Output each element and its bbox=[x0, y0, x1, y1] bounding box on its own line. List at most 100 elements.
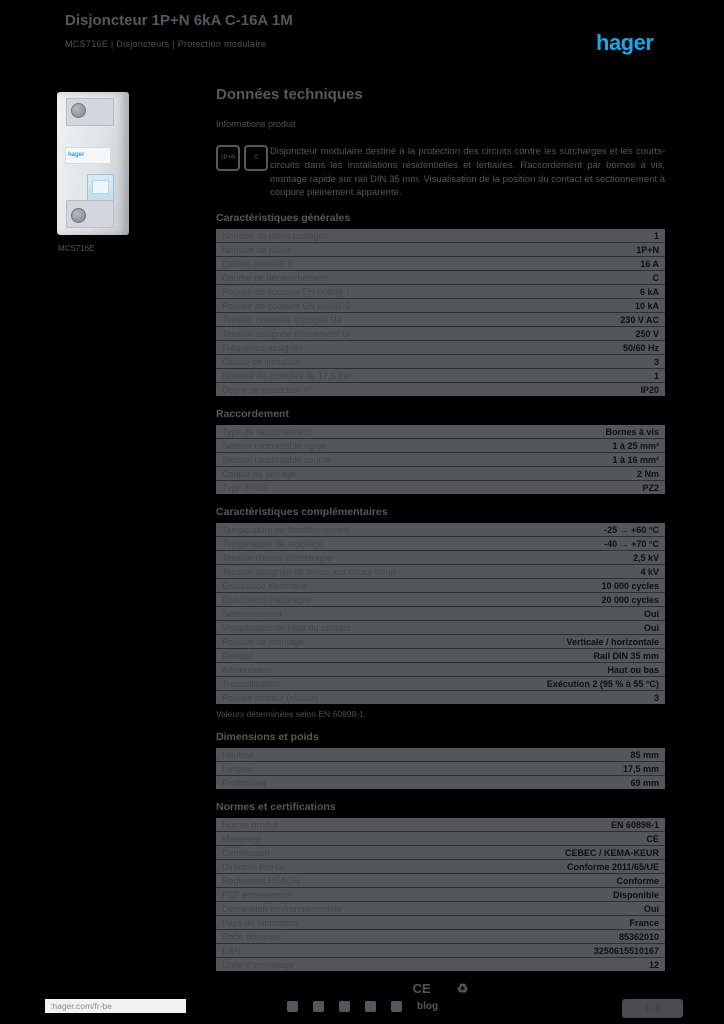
spec-value: Disponible bbox=[612, 889, 659, 900]
spec-label: Tropicalisation bbox=[222, 678, 280, 689]
spec-table: Température de fonctionnement-25 → +60 °… bbox=[216, 523, 665, 705]
page-subtitle: Informations produit bbox=[216, 119, 296, 129]
spec-row: Fixation Rail DIN 35 mm bbox=[216, 649, 665, 664]
spec-label: EAN bbox=[222, 945, 241, 956]
footer-url[interactable]: :hager.com/fr-be bbox=[45, 999, 186, 1013]
spec-value: CE bbox=[646, 833, 659, 844]
trip-curve-icon: C bbox=[244, 145, 268, 171]
spec-value: 50/60 Hz bbox=[622, 342, 659, 353]
facebook-icon[interactable] bbox=[287, 1001, 298, 1012]
spec-row: Tropicalisation Exécution 2 (95 % à 55 °C… bbox=[216, 677, 665, 692]
spec-row: Déclaration environnementale Oui bbox=[216, 902, 665, 917]
spec-label: Norme produit bbox=[222, 819, 280, 830]
youtube-icon[interactable] bbox=[365, 1001, 376, 1012]
spec-value: Oui bbox=[644, 903, 659, 914]
spec-label: Endurance électrique bbox=[222, 580, 308, 591]
spec-label: Hauteur bbox=[222, 749, 255, 760]
spec-value: IP20 bbox=[640, 384, 659, 395]
certification-mark-icon: ♻ bbox=[456, 981, 469, 997]
spec-value: 10 000 cycles bbox=[601, 580, 659, 591]
spec-value: 17,5 mm bbox=[622, 763, 659, 774]
spec-value: 1 à 16 mm² bbox=[612, 454, 659, 465]
instagram-icon[interactable] bbox=[391, 1001, 402, 1012]
spec-label: Type d'outil bbox=[222, 482, 268, 493]
spec-label: PEP ecopassport bbox=[222, 889, 292, 900]
spec-label: Nombre de pôles protégés bbox=[222, 230, 329, 241]
spec-label: Alimentation bbox=[222, 664, 272, 675]
spec-value: 20 000 cycles bbox=[601, 594, 659, 605]
spec-row: Tension nominale d'emploi Ue 230 V AC bbox=[216, 313, 665, 328]
spec-value: 1 bbox=[653, 230, 659, 241]
spec-label: Tension nominale d'emploi Ue bbox=[222, 314, 342, 325]
spec-label: Sectionnement bbox=[222, 608, 283, 619]
spec-row: Section raccordable souple 1 à 16 mm² bbox=[216, 453, 665, 468]
spec-value: 4 kV bbox=[640, 566, 659, 577]
main-content: Données techniques Informations produit … bbox=[216, 86, 665, 997]
screw-icon bbox=[71, 208, 86, 223]
spec-value: -40 → +70 °C bbox=[604, 538, 659, 549]
section-title: Normes et certifications bbox=[216, 801, 336, 814]
spec-value: PZ2 bbox=[642, 482, 659, 493]
spec-value: 230 V AC bbox=[620, 314, 659, 325]
spec-label: Section raccordable souple bbox=[222, 454, 331, 465]
spec-label: Largeur bbox=[222, 763, 254, 774]
social-links: blog bbox=[287, 1001, 438, 1012]
spec-label: Fixation bbox=[222, 650, 254, 661]
document-subtitle: MCS716E | Disjoncteurs | Protection modu… bbox=[65, 39, 267, 49]
spec-value: 12 bbox=[648, 959, 659, 970]
spec-label: Certification bbox=[222, 847, 270, 858]
page-badge: 1 / 2 bbox=[622, 999, 683, 1018]
spec-value: CEBEC / KEMA-KEUR bbox=[564, 847, 659, 858]
spec-label: Fréquence assignée bbox=[222, 342, 304, 353]
spec-value: Conforme 2011/65/UE bbox=[566, 861, 659, 872]
spec-label: Marquage bbox=[222, 833, 263, 844]
twitter-icon[interactable] bbox=[313, 1001, 324, 1012]
spec-label: Section raccordable rigide bbox=[222, 440, 327, 451]
linkedin-icon[interactable] bbox=[339, 1001, 350, 1012]
page-title: Données techniques bbox=[216, 86, 363, 103]
spec-label: Tension d'essai diélectrique bbox=[222, 552, 332, 563]
spec-label: Nombre de pôles bbox=[222, 244, 291, 255]
spec-row: Marquage CE bbox=[216, 832, 665, 847]
certification-marks: CE♻ bbox=[216, 981, 665, 997]
spec-row: PEP ecopassport Disponible bbox=[216, 888, 665, 903]
spec-value: Exécution 2 (95 % à 55 °C) bbox=[546, 678, 659, 689]
spec-value: Rail DIN 35 mm bbox=[593, 650, 659, 661]
spec-row: Nombre de pôles protégés 1 bbox=[216, 229, 665, 244]
section-title: Caractéristiques complémentaires bbox=[216, 506, 388, 519]
spec-label: Déclaration environnementale bbox=[222, 903, 342, 914]
spec-value: 10 kA bbox=[634, 300, 659, 311]
spec-value: Bornes à vis bbox=[605, 426, 659, 437]
spec-label: Position de montage bbox=[222, 636, 305, 647]
spec-label: Courbe de déclenchement bbox=[222, 272, 328, 283]
blog-link[interactable]: blog bbox=[417, 1001, 439, 1012]
pole-configuration-icon: 1P+N bbox=[216, 145, 240, 171]
spec-value: Verticale / horizontale bbox=[566, 636, 659, 647]
